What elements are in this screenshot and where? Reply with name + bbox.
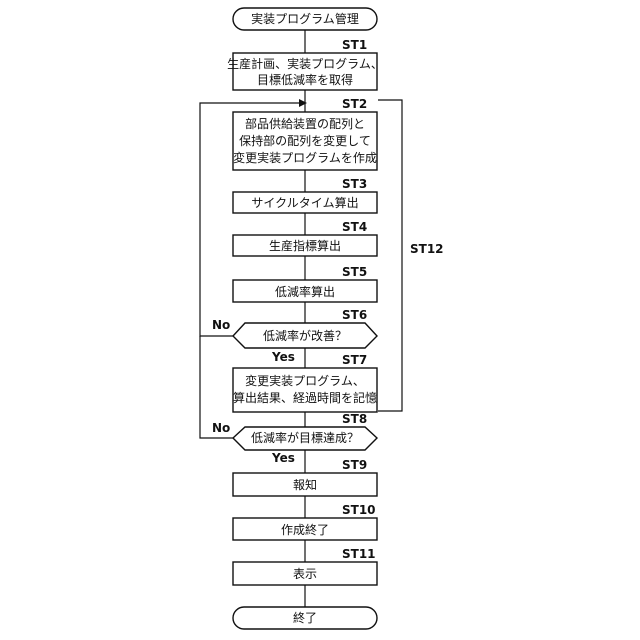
- st2-text-line2: 保持部の配列を変更して: [239, 133, 371, 148]
- st2-text-line3: 変更実装プログラムを作成: [233, 150, 377, 165]
- st1-text-line1: 生産計画、実装プログラム、: [227, 56, 383, 71]
- st12-label: ST12: [410, 242, 444, 256]
- st8-yes-label: Yes: [271, 451, 295, 465]
- st1-label: ST1: [342, 38, 367, 52]
- st5-text: 低減率算出: [275, 284, 335, 299]
- st2-text-line1: 部品供給装置の配列と: [245, 116, 365, 131]
- st7-text-line1: 変更実装プログラム、: [245, 373, 365, 388]
- st10-text: 作成終了: [281, 522, 329, 537]
- st4-text: 生産指標算出: [269, 238, 341, 253]
- st4-label: ST4: [342, 220, 367, 234]
- st11-label: ST11: [342, 547, 376, 561]
- st9-label: ST9: [342, 458, 367, 472]
- st9-text: 報知: [293, 478, 317, 492]
- st3-label: ST3: [342, 177, 367, 191]
- st7-label: ST7: [342, 353, 367, 367]
- st3-text: サイクルタイム算出: [251, 195, 358, 210]
- st6-text: 低減率が改善？: [263, 328, 347, 343]
- st8-label: ST8: [342, 412, 367, 426]
- st6-label: ST6: [342, 308, 367, 322]
- st6-no-label: No: [212, 318, 230, 332]
- st1-text-line2: 目標低減率を取得: [257, 72, 353, 87]
- st11-text: 表示: [293, 567, 317, 581]
- start-text: 実装プログラム管理: [251, 11, 359, 26]
- st8-text: 低減率が目標達成？: [251, 430, 359, 445]
- st8-no-label: No: [212, 421, 230, 435]
- end-text: 終了: [293, 610, 317, 625]
- st7-text-line2: 算出結果、経過時間を記憶: [233, 390, 377, 405]
- st2-label: ST2: [342, 97, 367, 111]
- st6-yes-label: Yes: [271, 350, 295, 364]
- st10-label: ST10: [342, 503, 376, 517]
- st12-bracket: [378, 100, 402, 411]
- st5-label: ST5: [342, 265, 367, 279]
